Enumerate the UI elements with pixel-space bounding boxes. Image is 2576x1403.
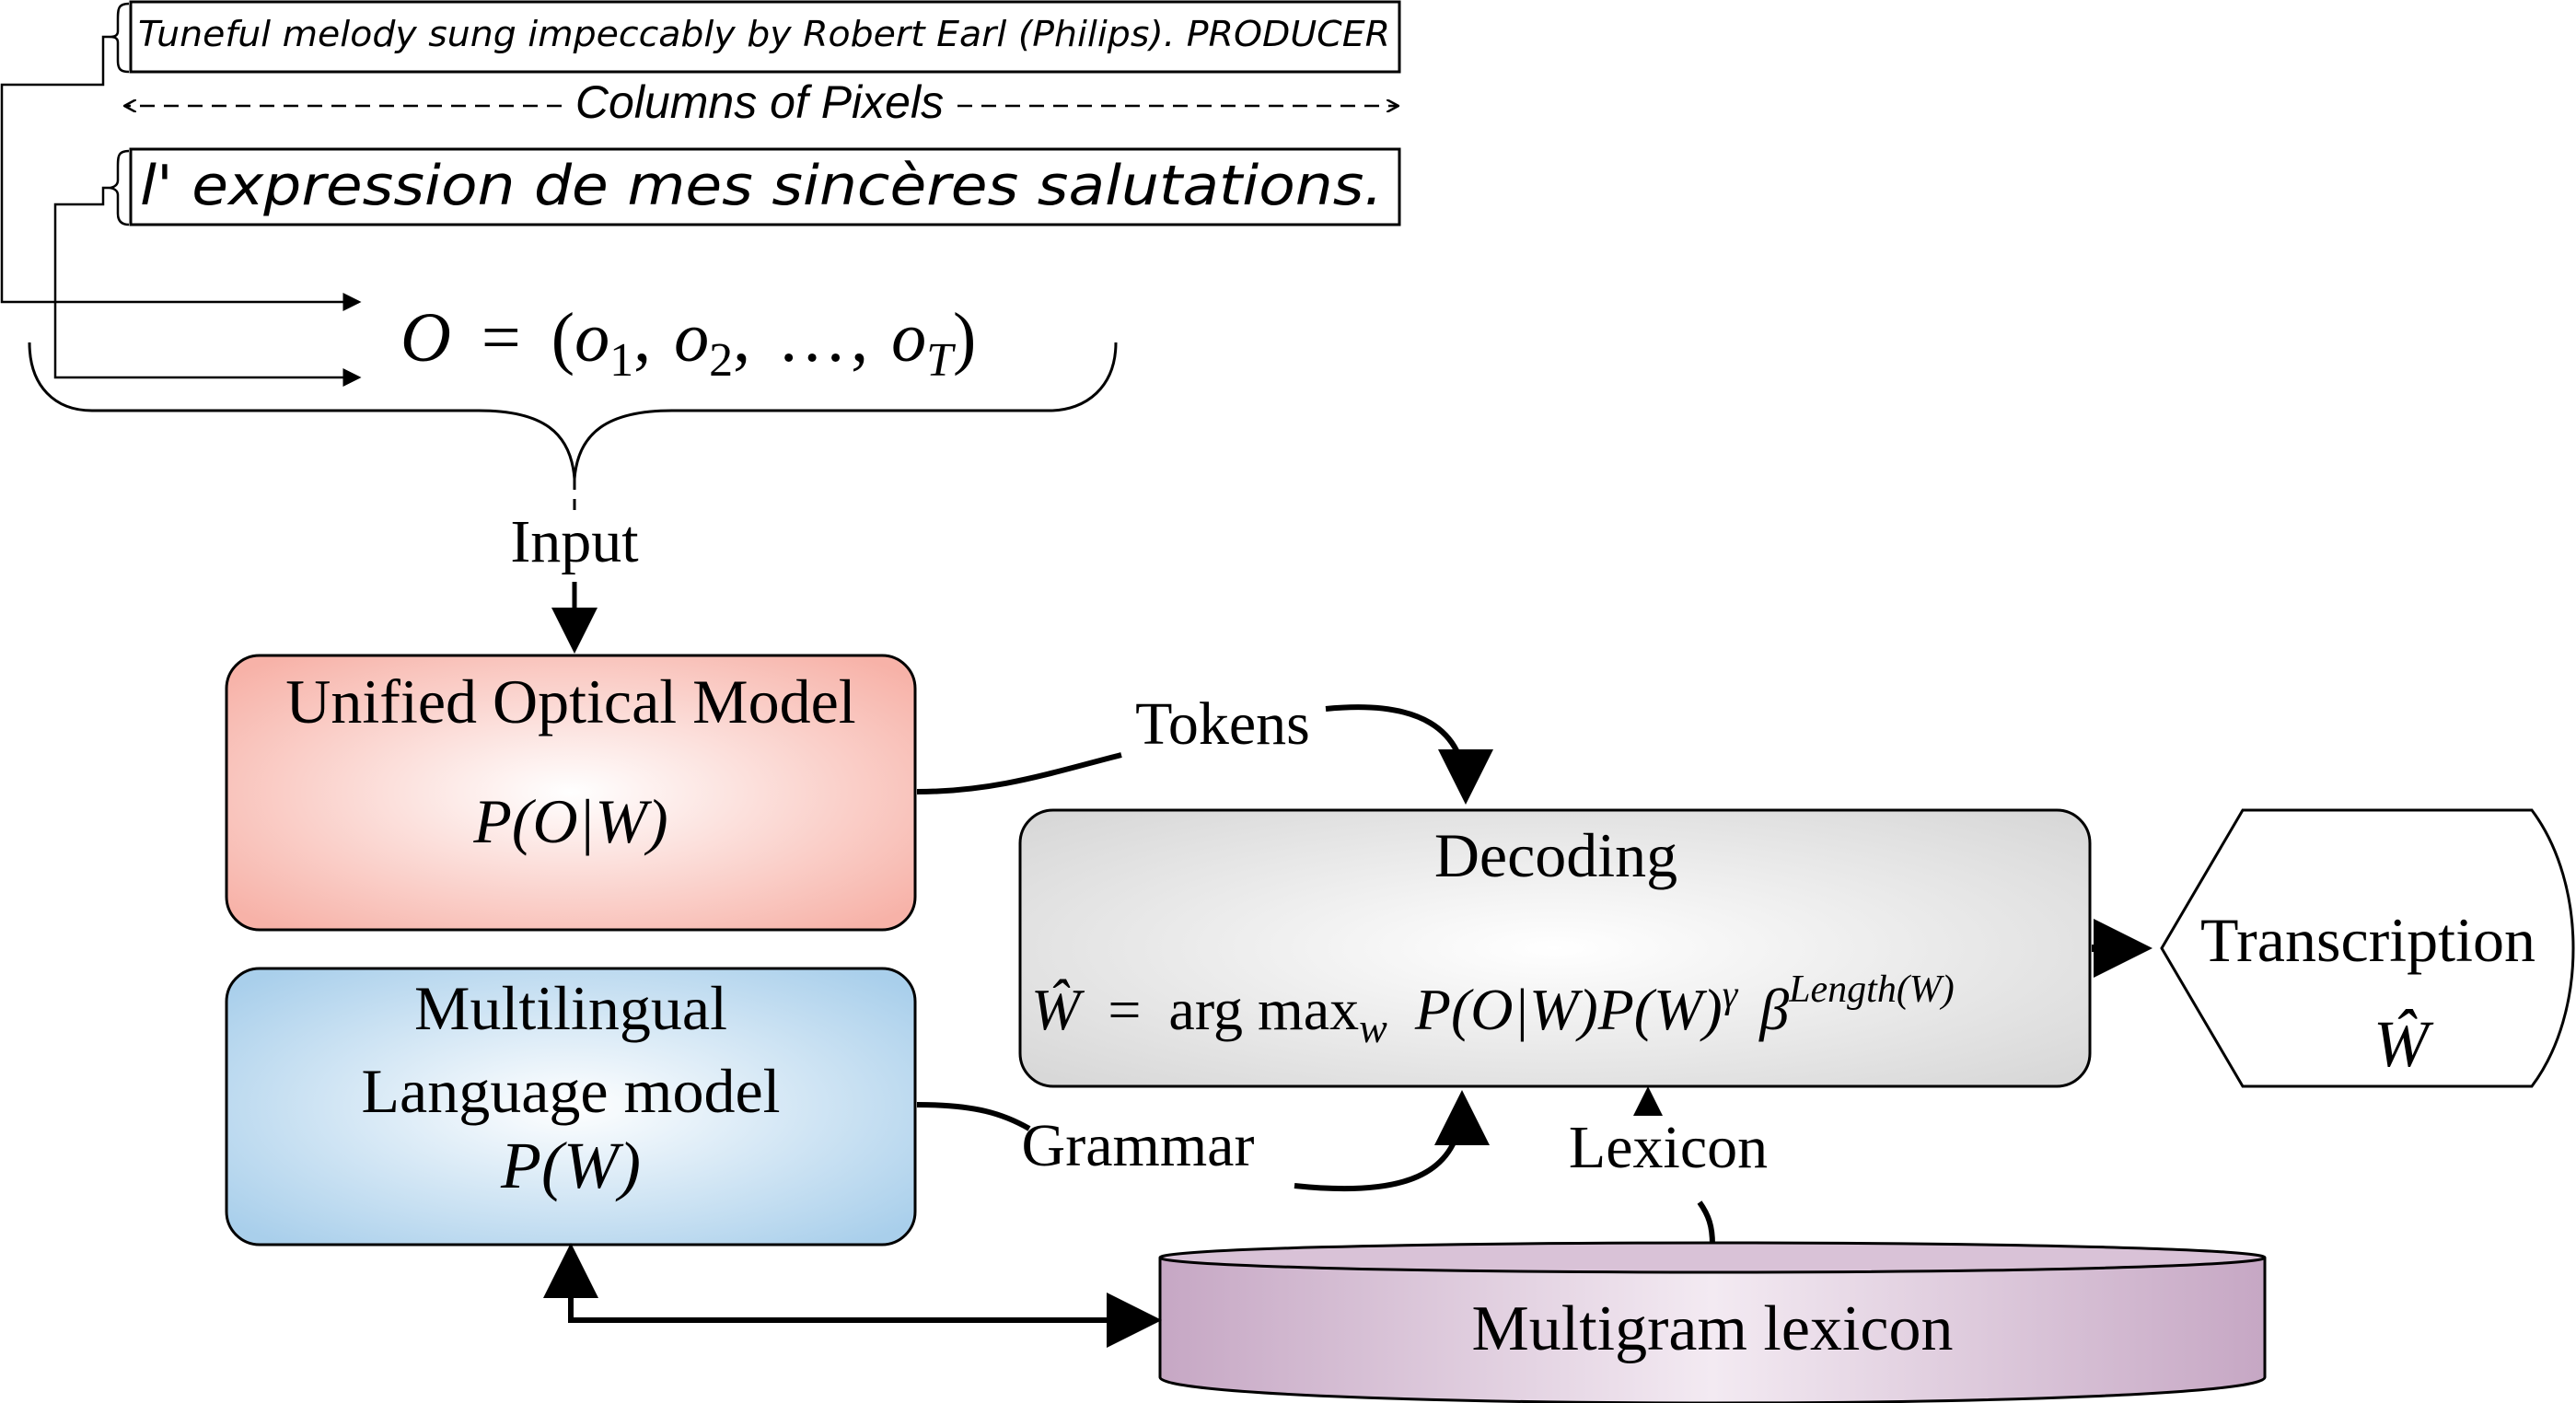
- lexicon-db-top: [1158, 1241, 2267, 1274]
- handwriting-line-2: l' expression de mes sincères salutation…: [108, 147, 1401, 226]
- multigram-lexicon-db: Multigram lexicon: [1158, 1241, 2267, 1403]
- input-label: Input: [510, 508, 638, 575]
- transcription-symbol: Ŵ: [2373, 1007, 2434, 1081]
- columns-label: Columns of Pixels: [575, 76, 944, 128]
- grammar-connector: [916, 1102, 1031, 1131]
- line-1-connector: [0, 35, 362, 311]
- decoding-box: Decoding Ŵ = arg maxw P(O|W)P(W)γ βLengt…: [1018, 808, 2092, 1088]
- optical-model-box: Unified Optical Model P(O|W): [225, 654, 917, 932]
- optical-model-title: Unified Optical Model: [285, 667, 855, 736]
- tokens-connector: [916, 752, 1122, 794]
- language-model-title-2: Language model: [361, 1056, 780, 1126]
- line-2-handwriting: l' expression de mes sincères salutation…: [140, 154, 1383, 218]
- tokens-arrow: [1325, 704, 1493, 805]
- transcription-box: Transcription Ŵ: [2160, 808, 2575, 1088]
- lexicon-connector: [1697, 1200, 1715, 1246]
- optical-model-rect: [225, 654, 917, 932]
- decoding-formula: Ŵ = arg maxw P(O|W)P(W)γ βLength(W): [1031, 955, 1955, 1055]
- transcription-title: Transcription: [2200, 905, 2535, 975]
- decoding-rect: [1018, 808, 2092, 1088]
- line-1-box: [129, 0, 1401, 74]
- language-model-box: Multilingual Language model P(W): [225, 967, 917, 1246]
- line-2-connector: [53, 186, 362, 387]
- transcription-shape: [2160, 808, 2575, 1088]
- line-1-brace: [108, 2, 130, 74]
- grammar-arrow: [1294, 1090, 1490, 1192]
- language-model-formula: P(W): [500, 1129, 641, 1202]
- handwriting-line-1: Tuneful melody sung impeccably by Robert…: [108, 0, 1401, 74]
- grammar-label: Grammar: [1022, 1112, 1255, 1179]
- lexicon-db-body: [1158, 1258, 2267, 1403]
- lexicon-label: Lexicon: [1569, 1114, 1768, 1181]
- optical-model-formula: P(O|W): [472, 786, 667, 856]
- tokens-label: Tokens: [1135, 690, 1310, 758]
- lexicon-db-title: Multigram lexicon: [1472, 1293, 1954, 1364]
- line-2-brace: [108, 149, 130, 226]
- line-1-handwriting: Tuneful melody sung impeccably by Robert…: [138, 14, 1390, 54]
- language-model-title-1: Multilingual: [414, 973, 727, 1043]
- observation-sequence: O = (o1, o2, …, oT): [400, 299, 976, 387]
- line-2-box: [129, 147, 1401, 226]
- lexicon-language-link: [568, 1256, 1162, 1348]
- columns-of-pixels: Columns of Pixels: [125, 76, 1398, 128]
- decoding-title: Decoding: [1434, 820, 1677, 890]
